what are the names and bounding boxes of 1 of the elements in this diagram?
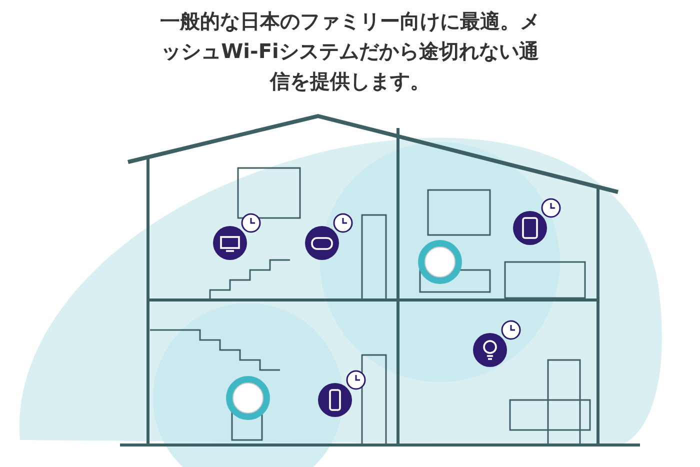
heading: 一般的な日本のファミリー向けに最適。メッシュWi-Fiシステムだから途切れない通信を提供します。	[160, 8, 540, 95]
